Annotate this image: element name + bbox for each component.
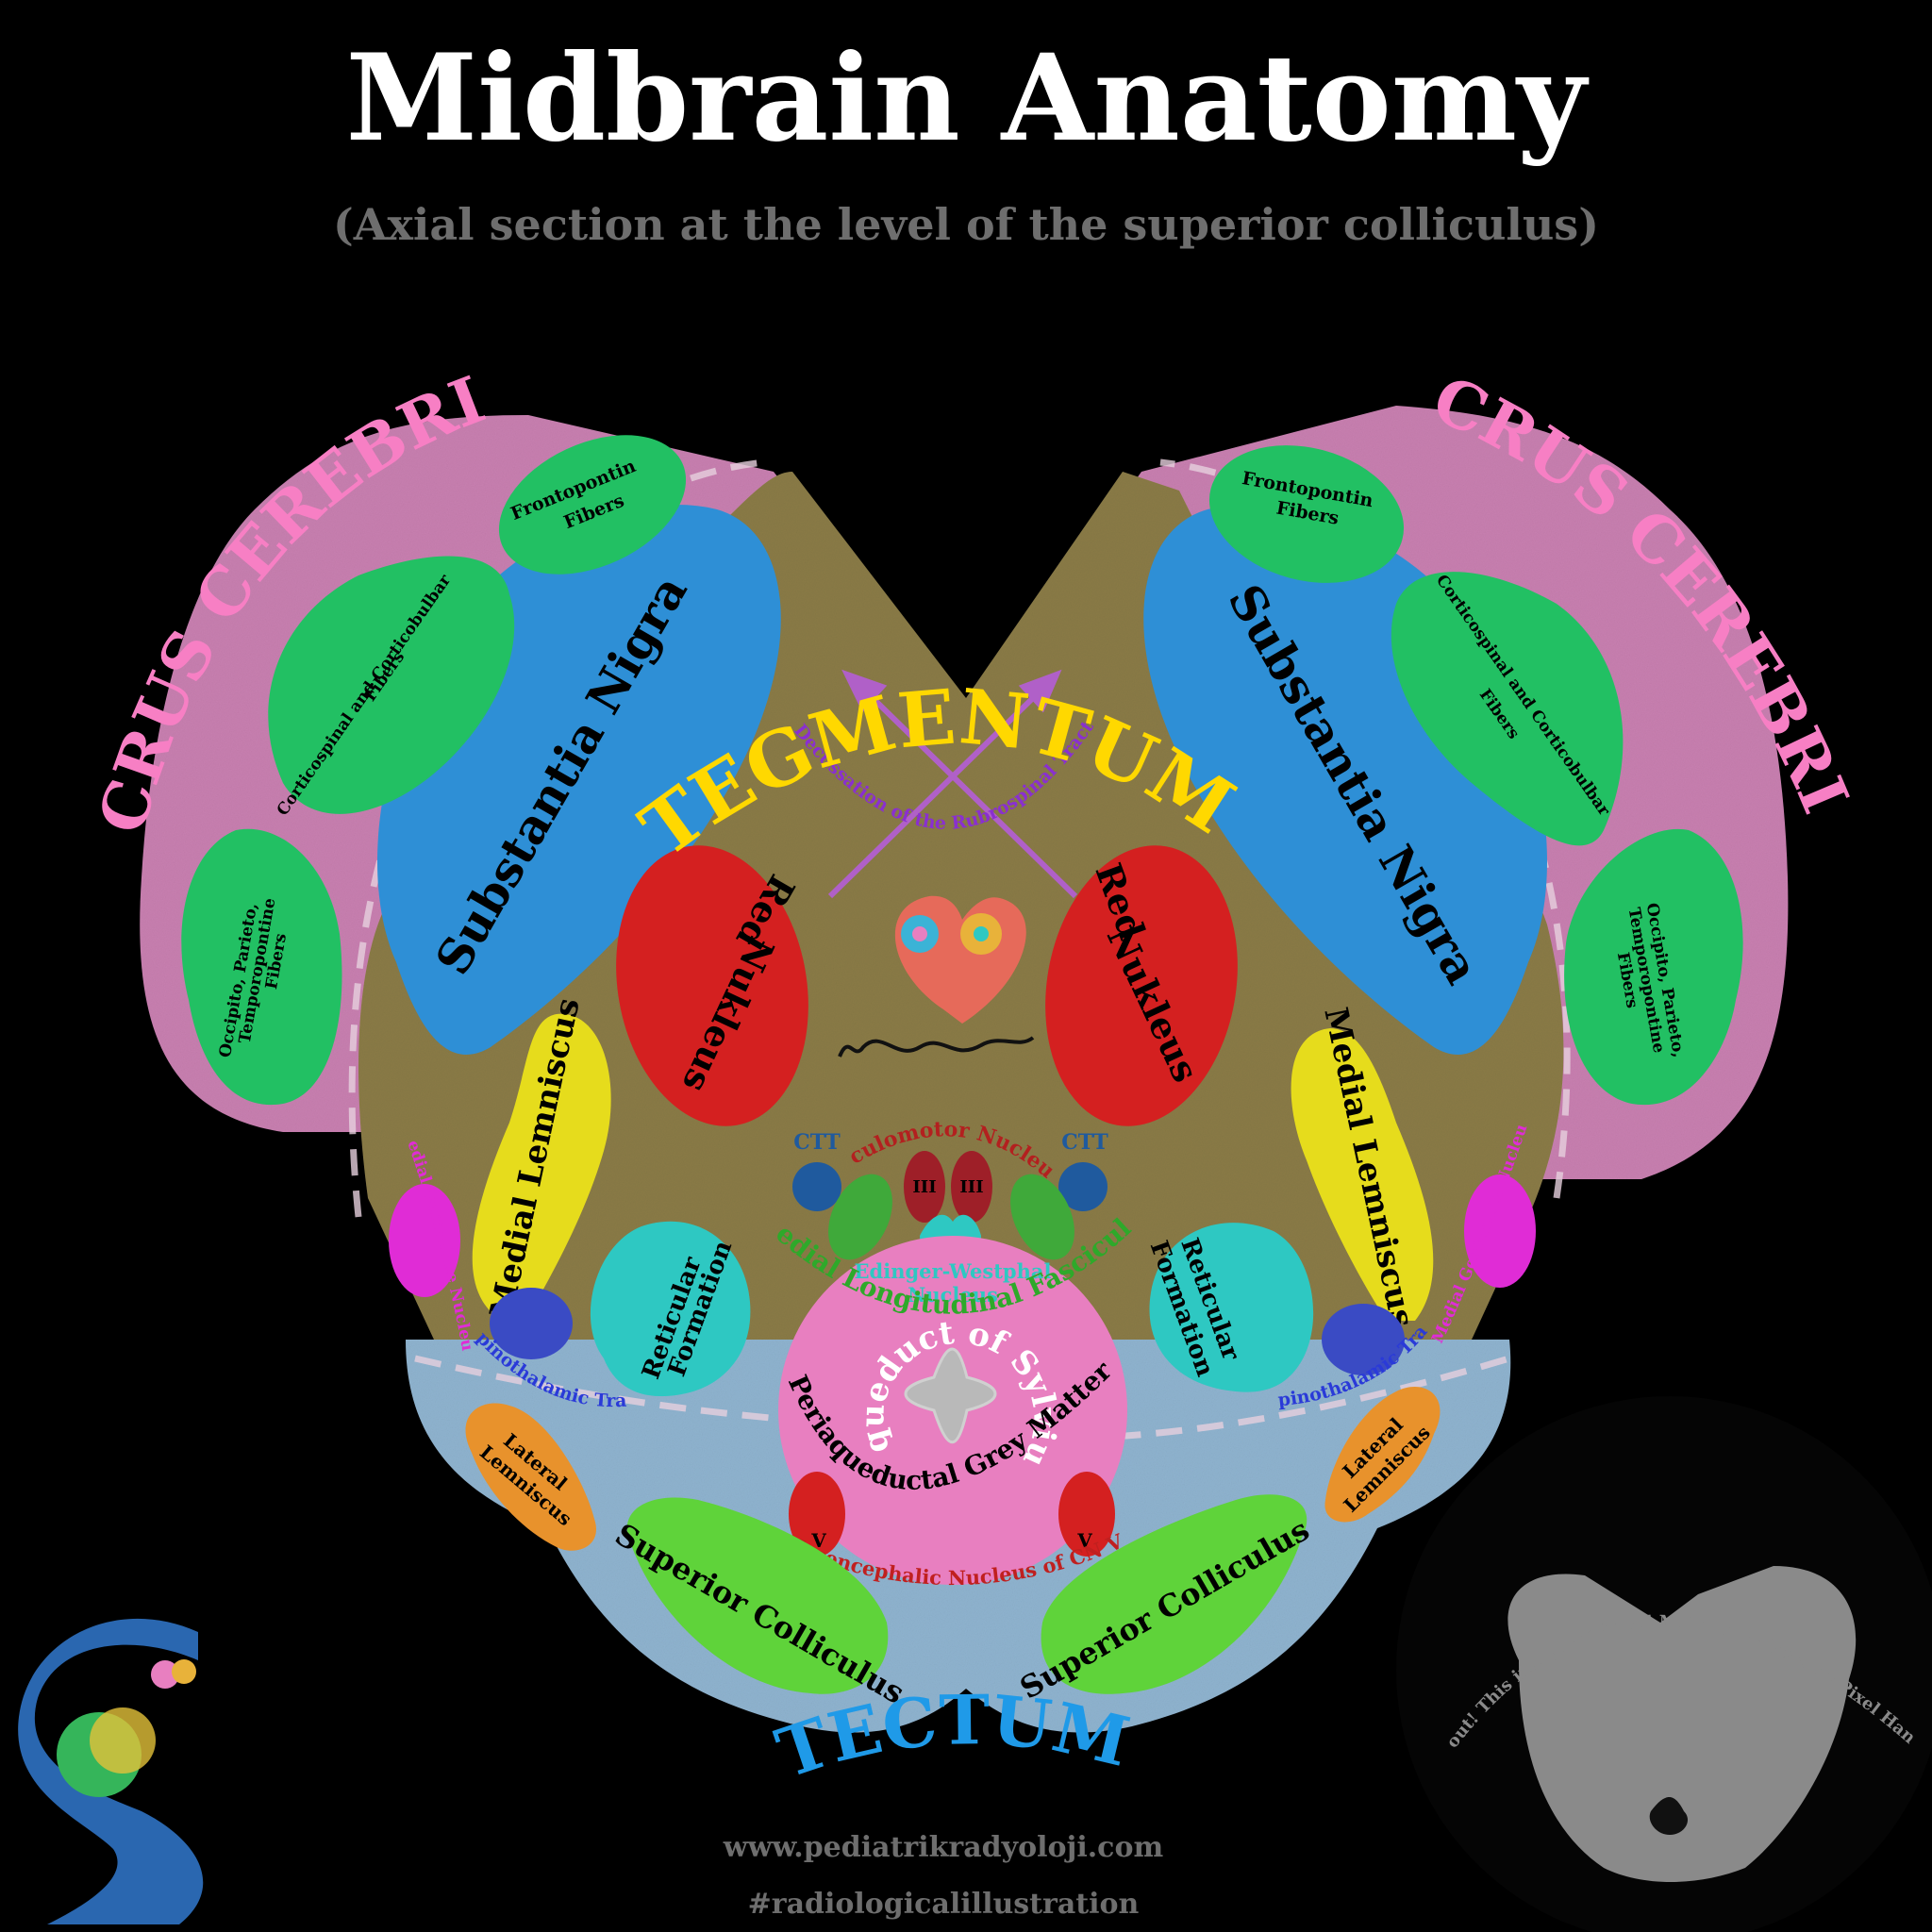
footer-hashtag: #radiologicalillustration	[748, 1888, 1140, 1921]
footer-website: www.pediatrikradyoloji.com	[723, 1831, 1164, 1864]
reticular-formation-right: Reticular Formation	[1144, 1223, 1314, 1392]
ctt-right: CTT	[1058, 1130, 1108, 1211]
mesencephalic-nucleus-right: V	[1058, 1472, 1115, 1557]
occipito-temporopontine-right: Occipito, Parieto, Temporopontine Fibers	[1564, 828, 1743, 1106]
ctt-left: CTT	[792, 1130, 841, 1211]
frontopontin-left: Frontopontin Fibers	[498, 435, 687, 575]
ctt-left-label: CTT	[793, 1130, 841, 1155]
frontopontin-right: Frontopontin Fibers	[1208, 445, 1405, 583]
mlf-right	[1010, 1174, 1074, 1260]
oculomotor-nucleus-right: III	[951, 1151, 992, 1223]
edinger-label-1: Edinger-Westphal	[855, 1259, 1052, 1283]
spinothalamic-right	[1322, 1304, 1405, 1375]
mesencephalic-nucleus-left: V	[789, 1472, 845, 1557]
reticular-formation-left: Reticular Formation	[590, 1221, 751, 1396]
oculomotor-nucleus-left: III	[904, 1151, 945, 1223]
mlf-left	[828, 1174, 892, 1260]
brand-logo	[18, 1618, 204, 1924]
cn5-right-label: V	[1076, 1529, 1092, 1552]
page-subtitle: (Axial section at the level of the super…	[333, 199, 1599, 250]
lateral-lemniscus-left: Lateral Lemniscus	[465, 1403, 596, 1551]
heart-logo	[894, 895, 1026, 1024]
spinothalamic-left	[490, 1288, 573, 1359]
page-title: Midbrain Anatomy	[346, 28, 1590, 168]
medial-geniculate-right	[1464, 1174, 1536, 1288]
aqueduct-of-sylvius	[904, 1347, 997, 1443]
red-nucleus-left: Red Nukleus	[616, 845, 808, 1126]
red-nucleus-right: Red Nukleus	[1045, 845, 1238, 1126]
occipito-temporopontine-left: Occipito, Parieto, Temporopontine Fibers	[181, 828, 342, 1106]
signature	[838, 1036, 1035, 1058]
edinger-label-2: Nucleus	[908, 1283, 998, 1307]
cn3-right-label: III	[959, 1177, 983, 1197]
cn3-left-label: III	[912, 1177, 936, 1197]
ctt-right-label: CTT	[1061, 1130, 1108, 1155]
rubrospinal-decussation	[827, 669, 1078, 899]
medial-geniculate-left	[389, 1184, 460, 1297]
cn5-left-label: V	[810, 1529, 826, 1552]
